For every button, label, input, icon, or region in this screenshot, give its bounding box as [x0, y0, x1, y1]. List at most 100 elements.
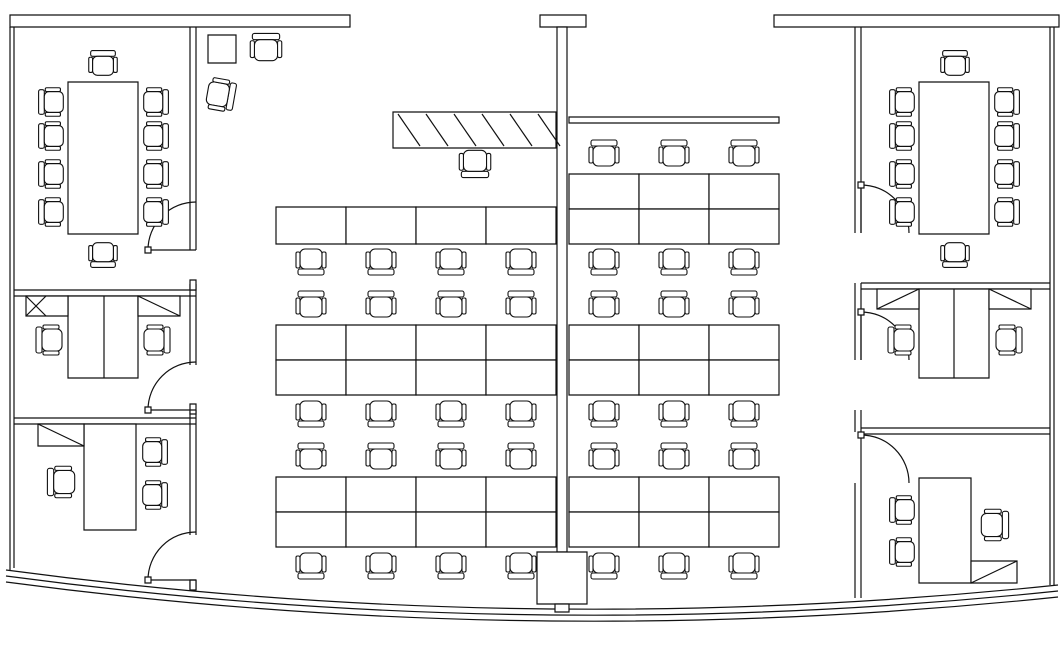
chair-armrest	[147, 198, 162, 202]
chair-back	[438, 573, 464, 579]
chair-armrest	[685, 252, 689, 268]
chair-back	[47, 468, 53, 495]
workstation-row-2-right	[569, 325, 779, 395]
chair-armrest	[147, 146, 162, 150]
desk-icon	[486, 360, 556, 395]
chair-armrest	[487, 153, 491, 170]
chair-back	[731, 269, 757, 275]
chair-armrest	[436, 298, 440, 314]
chair-armrest	[615, 252, 619, 268]
chair-armrest	[755, 404, 759, 420]
chair-seat	[510, 449, 532, 469]
chair-armrest	[392, 404, 396, 420]
desk-icon	[709, 512, 779, 547]
door-stop	[190, 580, 196, 590]
workstation-row-1-left	[276, 207, 556, 244]
chair-armrest	[999, 325, 1015, 329]
desk-icon	[346, 477, 416, 512]
office-chair-icon	[589, 291, 619, 317]
chairs	[36, 33, 1022, 579]
chair-back	[163, 162, 169, 187]
chair-armrest	[296, 404, 300, 420]
desk-icon	[569, 477, 639, 512]
desk-icon	[569, 209, 639, 244]
chair-armrest	[147, 88, 162, 92]
chair-seat	[206, 81, 231, 107]
desk-icon	[569, 174, 639, 209]
chair-armrest	[506, 450, 510, 466]
chair-back	[438, 269, 464, 275]
chair-armrest	[45, 146, 60, 150]
chair-seat	[440, 401, 462, 421]
chair-armrest	[45, 88, 60, 92]
chair-back	[661, 140, 687, 146]
chair-armrest	[506, 298, 510, 314]
chair-armrest	[589, 147, 593, 163]
office-chair-icon	[995, 198, 1020, 227]
counter-hatch	[454, 114, 476, 146]
office-chair-icon	[589, 553, 619, 579]
office-chair-icon	[659, 140, 689, 166]
chair-armrest	[146, 462, 161, 466]
office-chair-icon	[729, 249, 759, 275]
counter-hatch	[426, 114, 448, 146]
desk-icon	[346, 207, 416, 244]
chair-seat	[44, 92, 63, 113]
chair-back	[508, 421, 534, 427]
chair-armrest	[615, 556, 619, 572]
column-base	[537, 552, 587, 604]
chair-back	[591, 443, 617, 449]
top-wall-right	[774, 15, 1059, 27]
chair-seat	[733, 249, 755, 269]
chair-armrest	[685, 298, 689, 314]
office-chair-icon	[506, 401, 536, 427]
chair-seat	[143, 442, 162, 463]
chair-armrest	[113, 246, 117, 261]
chair-seat	[593, 401, 615, 421]
chair-seat	[254, 40, 277, 61]
desk-icon	[709, 325, 779, 360]
chair-back	[39, 90, 45, 115]
column-foot	[555, 604, 569, 612]
office-chair-icon	[39, 122, 64, 151]
chair-back	[591, 140, 617, 146]
chair-back	[438, 421, 464, 427]
chair-armrest	[659, 404, 663, 420]
walls	[6, 15, 1059, 621]
chair-armrest	[147, 122, 162, 126]
door-jamb	[858, 432, 864, 438]
chair-back	[661, 269, 687, 275]
chair-armrest	[755, 147, 759, 163]
chair-armrest	[45, 112, 60, 116]
chair-armrest	[322, 252, 326, 268]
chair-back	[661, 573, 687, 579]
chair-armrest	[896, 562, 911, 566]
chair-back	[1016, 327, 1022, 353]
chair-armrest	[729, 450, 733, 466]
chair-seat	[143, 485, 162, 506]
chair-armrest	[896, 520, 911, 524]
chair-seat	[144, 164, 163, 185]
chair-seat	[733, 449, 755, 469]
office-chair-icon	[459, 150, 491, 177]
chair-back	[252, 33, 279, 39]
workstation-row-1-right	[569, 174, 779, 244]
office-chair-icon	[589, 249, 619, 275]
office-chair-icon	[729, 401, 759, 427]
desk-icon	[416, 360, 486, 395]
desk-icon	[709, 477, 779, 512]
chair-seat	[894, 329, 914, 351]
chair-armrest	[296, 556, 300, 572]
desk-icon	[276, 477, 346, 512]
office-chair-icon	[941, 243, 970, 268]
chair-back	[438, 291, 464, 297]
chair-armrest	[113, 57, 117, 72]
chair-armrest	[685, 404, 689, 420]
chair-back	[890, 124, 896, 149]
desk-icon	[486, 512, 556, 547]
office-chair-icon	[589, 140, 619, 166]
chair-armrest	[896, 122, 911, 126]
return-mark	[971, 561, 1017, 583]
chair-armrest	[896, 198, 911, 202]
office-chair-icon	[659, 249, 689, 275]
